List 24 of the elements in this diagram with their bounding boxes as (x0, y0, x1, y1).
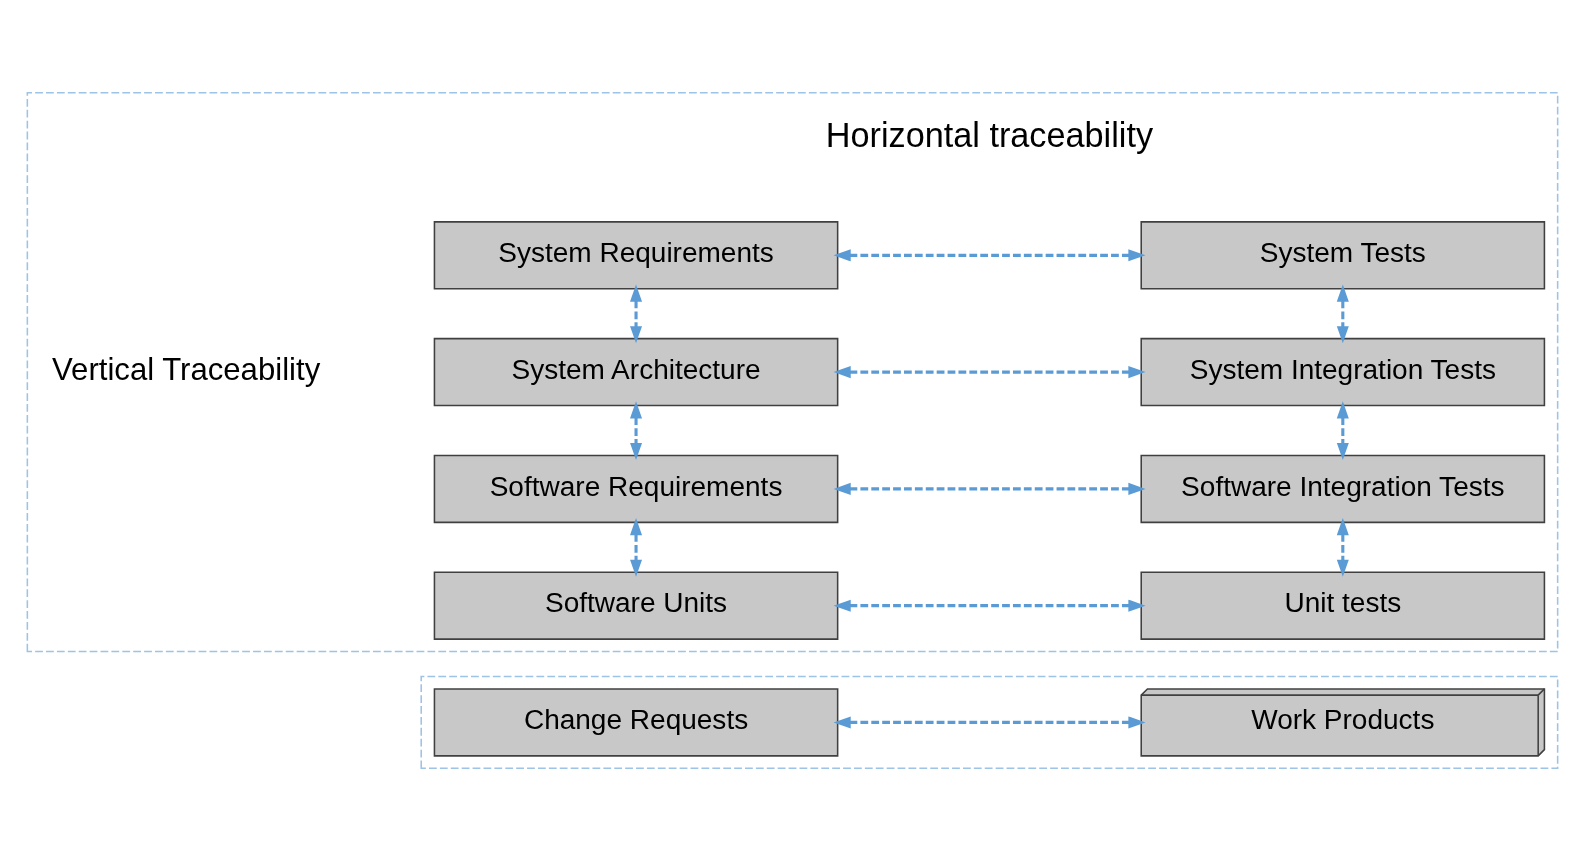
node-box: Software Integration Tests (1140, 454, 1546, 523)
node-box: Software Units (433, 570, 839, 640)
node-box: Unit tests (1140, 570, 1546, 640)
arrow (630, 400, 643, 460)
arrow (630, 283, 643, 343)
arrow (833, 482, 1146, 495)
arrow (833, 599, 1146, 612)
label: Vertical Traceability (52, 351, 321, 387)
node-box: Change Requests (433, 687, 839, 757)
node-box: System Integration Tests (1140, 337, 1546, 406)
node-box: System Requirements (433, 220, 839, 290)
label: Horizontal traceability (825, 115, 1154, 154)
node-box: Software Requirements (433, 454, 839, 523)
node-box: System Tests (1140, 220, 1546, 290)
arrow (630, 517, 643, 577)
arrow (833, 715, 1146, 728)
node-box: System Architecture (433, 337, 839, 406)
arrow (1336, 283, 1349, 343)
arrow (833, 365, 1146, 378)
cluster (420, 675, 1559, 769)
arrow (1336, 517, 1349, 577)
arrow (833, 248, 1146, 261)
cluster (26, 91, 1559, 652)
arrow (1336, 400, 1349, 460)
